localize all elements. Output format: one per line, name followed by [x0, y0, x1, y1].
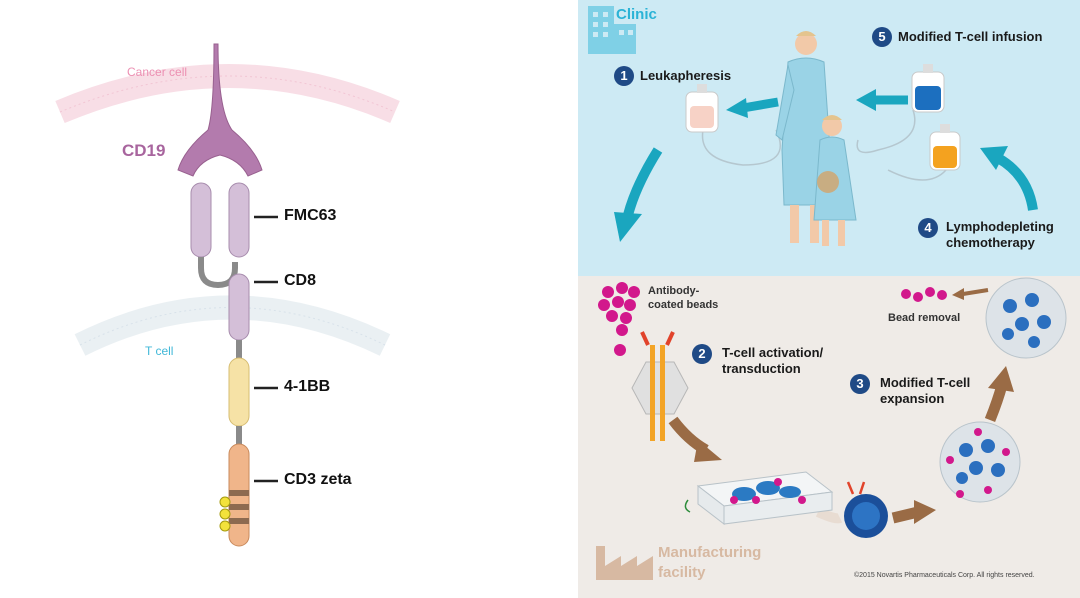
cancer-cell-membrane: [55, 64, 400, 124]
removed-beads-icon: [901, 287, 947, 302]
car-diagram: Cancer cell CD19 T cell FMC63 CD8 4-1BB …: [55, 43, 400, 547]
step-4-label-line1: Lymphodepleting: [946, 219, 1054, 234]
arrow-to-expansion: [891, 506, 920, 524]
cd19-antigen: [177, 43, 263, 177]
car-construct-svg: [55, 43, 400, 547]
arrow-leukapheresis: [742, 97, 779, 113]
step-1-badge: 1: [614, 66, 634, 86]
fmc63-domain-right: [228, 182, 250, 258]
beads-label-line1: Antibody-: [648, 285, 700, 297]
facility-label: facility: [658, 564, 706, 581]
expansion-sphere-upper: [985, 277, 1067, 359]
cd19-label: CD19: [122, 141, 166, 160]
clinic-label: Clinic: [616, 6, 657, 23]
cancer-cell-label: Cancer cell: [127, 65, 188, 79]
arrow-up-expansion: [984, 383, 1008, 423]
cd3-zeta-label: CD3 zeta: [284, 471, 352, 488]
child-patient-figure: [813, 115, 857, 246]
expansion-sphere-lower: [939, 421, 1021, 503]
step-4-badge: 4: [918, 218, 938, 238]
fmc63-domain-left: [190, 182, 212, 258]
step-2-badge: 2: [692, 344, 712, 364]
step-2-label-line1: T-cell activation/: [722, 345, 824, 360]
chemo-bag-icon: [929, 124, 961, 171]
fmc63-label: FMC63: [284, 207, 337, 224]
modified-t-cell-icon: [844, 481, 888, 538]
process-art-svg: [588, 6, 1067, 580]
scfv-linker: [198, 257, 238, 289]
teddy-bear-icon: [817, 171, 839, 193]
leukapheresis-bag-icon: [685, 84, 719, 133]
step-2-label-line2: transduction: [722, 361, 801, 376]
adult-patient-figure: [775, 31, 831, 243]
factory-icon: [596, 546, 653, 580]
arrow-to-cell: [815, 507, 843, 524]
step-3-label-line2: expansion: [880, 391, 945, 406]
infusion-bag-icon: [911, 64, 945, 113]
process-diagram: Clinic Manufacturing facility 1 Leukaphe…: [578, 0, 1080, 598]
antibody-beads-icon: [598, 282, 640, 356]
bead-removal-label: Bead removal: [888, 312, 961, 324]
4-1bb-label: 4-1BB: [284, 378, 331, 395]
phospho-site: [219, 508, 231, 520]
4-1bb-domain: [228, 357, 250, 427]
step-5-badge: 5: [872, 27, 892, 47]
beads-label-line2: coated beads: [648, 299, 719, 311]
car-receptor-icon: [640, 331, 675, 441]
cd8-domain: [228, 273, 250, 341]
step-3-badge: 3: [850, 374, 870, 394]
step-4-label-line2: chemotherapy: [946, 235, 1035, 250]
arrow-to-facility: [623, 147, 663, 217]
phospho-site: [219, 496, 231, 508]
copyright-text: ©2015 Novartis Pharmaceuticals Corp. All…: [854, 572, 1035, 579]
culture-flask-icon: [684, 471, 834, 526]
cd8-label: CD8: [284, 272, 317, 289]
step-1-label: Leukapheresis: [640, 68, 732, 83]
arrow-bead-removal: [962, 288, 989, 296]
t-cell-label: T cell: [145, 344, 174, 358]
manufacturing-label: Manufacturing: [658, 544, 762, 561]
step-3-label-line1: Modified T-cell: [880, 375, 971, 390]
phospho-site: [219, 520, 231, 532]
arrow-chemo: [995, 153, 1038, 211]
step-5-label: Modified T-cell infusion: [898, 29, 1043, 44]
